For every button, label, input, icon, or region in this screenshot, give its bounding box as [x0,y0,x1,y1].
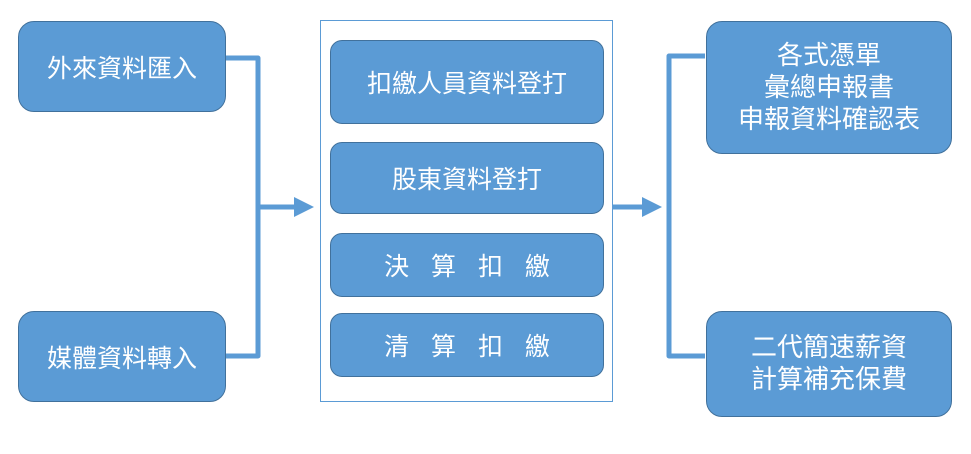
process-step-withholding-entry: 扣繳人員資料登打 [330,40,604,124]
process-step-label: 股東資料登打 [391,165,542,194]
output-line: 二代簡速薪資 [750,333,907,363]
output-line: 計算補充保費 [750,365,907,395]
output-box-supplementary-premium: 二代簡速薪資 計算補充保費 [706,311,952,417]
output-box-reports: 各式憑單 彙總申報書 申報資料確認表 [706,21,952,154]
output-line: 各式憑單 [776,40,881,71]
input-box-label: 外來資料匯入 [46,53,197,83]
output-split-connector [666,53,705,359]
input-box-media-transfer: 媒體資料轉入 [18,311,226,402]
input-box-label: 媒體資料轉入 [46,343,197,373]
process-step-final-withholding: 決 算 扣 繳 [330,233,604,297]
output-line: 彙總申報書 [763,72,894,103]
process-step-shareholder-entry: 股東資料登打 [330,142,604,214]
process-step-liquidation-withholding: 清 算 扣 繳 [330,313,604,377]
input-box-external-import: 外來資料匯入 [18,21,226,112]
process-step-label: 清 算 扣 繳 [384,332,557,361]
input-merge-connector [226,55,261,359]
output-line: 申報資料確認表 [737,104,920,135]
process-step-label: 扣繳人員資料登打 [366,69,567,98]
process-step-label: 決 算 扣 繳 [384,252,557,281]
